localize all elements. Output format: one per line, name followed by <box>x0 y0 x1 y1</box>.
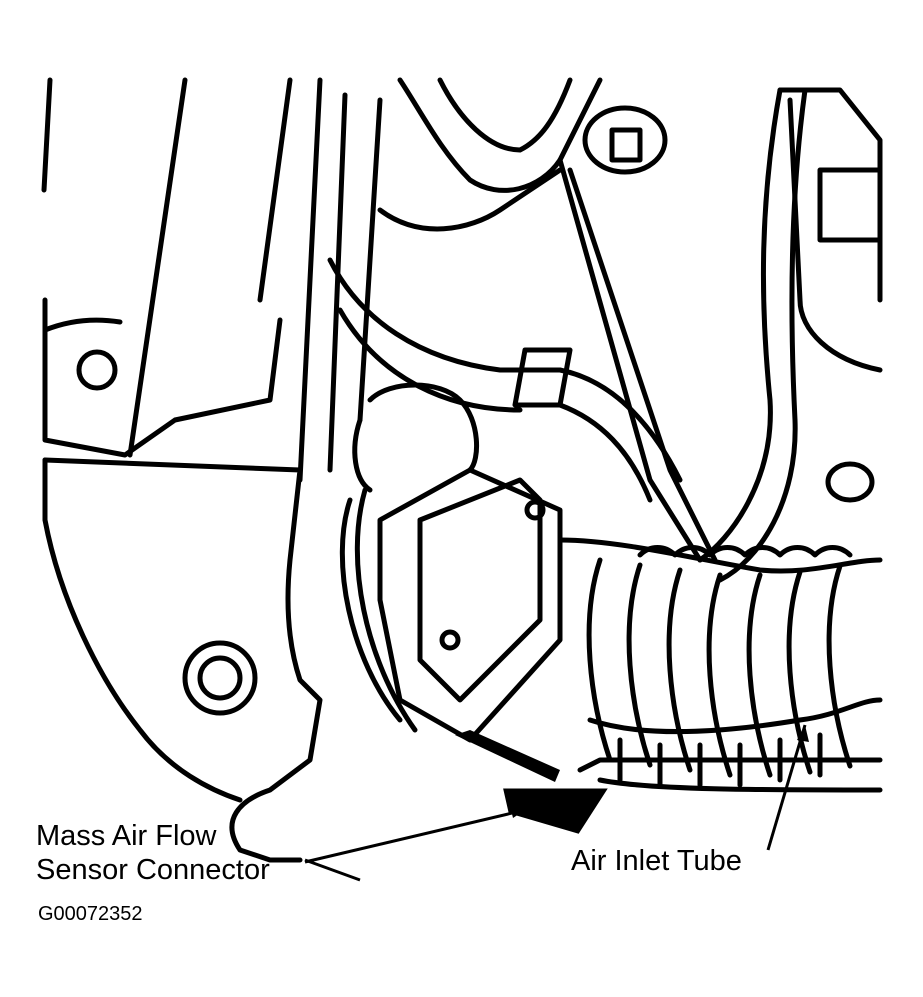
center-strut-left <box>297 77 323 483</box>
label-maf-line1: Mass Air Flow <box>36 820 217 852</box>
hose-right-lower <box>557 402 653 503</box>
label-air-inlet-tube: Air Inlet Tube <box>571 845 742 877</box>
sensor-body <box>377 467 563 743</box>
tube-rib-5 <box>746 572 773 778</box>
line-art <box>41 77 883 863</box>
connector-tab <box>455 730 560 782</box>
figure-code: G00072352 <box>38 903 143 925</box>
right-wire-1 <box>697 87 783 563</box>
bracket-top <box>42 317 123 333</box>
rod-left <box>557 157 703 563</box>
left-frame-line <box>41 77 53 193</box>
right-panel-inner <box>787 97 883 373</box>
right-box <box>817 167 883 243</box>
upper-bolt-head <box>609 127 643 163</box>
sensor-boot-top <box>367 382 480 473</box>
bracket-hole-lower-inner <box>197 655 243 701</box>
bracket-hole-lower <box>182 640 258 716</box>
tube-rib-1 <box>586 557 613 763</box>
rod-right <box>567 167 718 563</box>
tube-rib-7 <box>826 563 853 769</box>
hose-right <box>557 367 683 483</box>
maf-connector <box>503 788 608 834</box>
hose-upper <box>327 257 563 373</box>
top-pipe-lower <box>377 167 563 232</box>
center-strut-inner <box>357 97 383 423</box>
sensor-boot-side <box>352 417 373 493</box>
tube-clamp-band <box>577 757 883 773</box>
top-pipe-inner <box>437 77 573 153</box>
leader-inlet <box>766 724 807 851</box>
tube-rib-6 <box>786 569 813 775</box>
tube-scallops <box>637 545 853 558</box>
sensor-face <box>417 477 543 703</box>
leader-edge <box>304 858 361 882</box>
sensor-ring-2 <box>354 487 418 733</box>
sensor-ring-1 <box>339 497 403 723</box>
right-bolt <box>825 461 875 503</box>
inlet-tube-lower <box>597 777 883 793</box>
right-wire-2 <box>717 87 808 583</box>
main-plate <box>42 457 323 863</box>
leader-maf-arrow <box>510 806 525 818</box>
sensor-screw-bottom <box>439 629 461 651</box>
tube-rib-4 <box>706 572 733 778</box>
center-strut-right <box>327 92 348 473</box>
inlet-tube-top <box>557 537 883 574</box>
leader-inlet-arrow <box>797 725 809 742</box>
sensor-screw-top <box>524 499 546 521</box>
upper-bolt-washer <box>582 105 668 175</box>
hose-clamp <box>512 347 573 408</box>
bracket-hole-upper <box>76 349 118 391</box>
left-panel-edge-inner <box>257 77 293 303</box>
left-panel-edge <box>127 77 188 458</box>
tube-rib-2 <box>626 562 653 768</box>
leader-maf <box>304 808 526 864</box>
main-plate-left <box>42 457 243 803</box>
upper-bracket <box>42 297 283 458</box>
label-maf-line2: Sensor Connector <box>36 854 270 886</box>
tube-rib-3 <box>666 567 693 773</box>
top-pipe-outer <box>397 77 603 193</box>
